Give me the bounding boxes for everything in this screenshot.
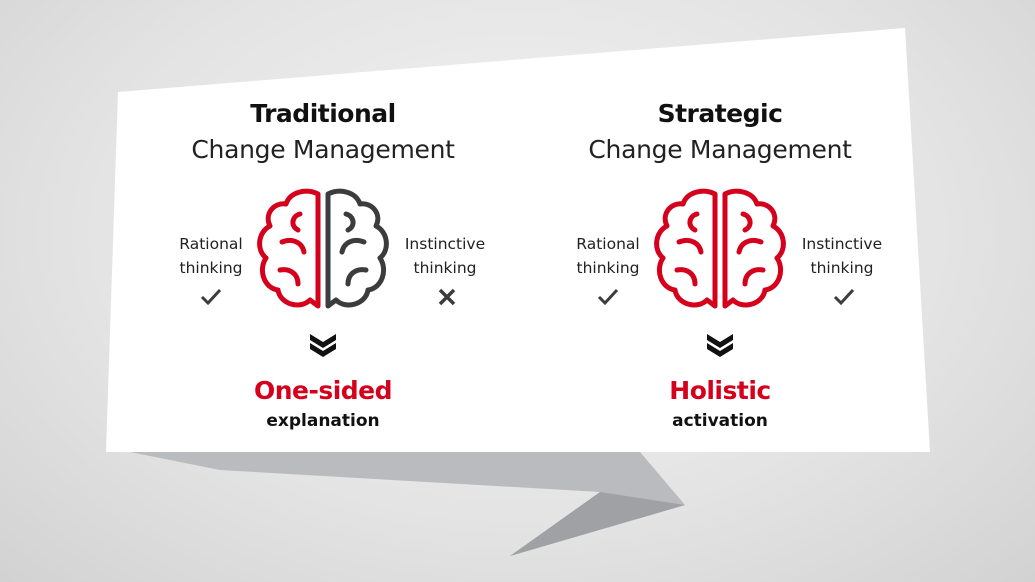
brain-icon [257, 188, 389, 309]
rational-label-line1: Rational [576, 235, 640, 253]
instinctive-label-line2: thinking [413, 259, 477, 277]
double-chevron-down-icon [310, 334, 336, 357]
instinctive-label-line1: Instinctive [801, 235, 883, 253]
check-icon [833, 288, 855, 306]
cross-icon [438, 288, 456, 306]
brain-right-hemisphere [325, 188, 389, 309]
result-title: Holistic [669, 376, 771, 405]
brain-left-hemisphere [654, 188, 718, 309]
instinctive-thinking-label: Instinctive thinking [390, 232, 500, 280]
double-chevron-down-icon [707, 334, 733, 357]
result-title: One-sided [253, 376, 393, 405]
rational-label-line2: thinking [179, 259, 243, 277]
result-subtitle: activation [672, 411, 768, 431]
check-icon [597, 288, 619, 306]
rational-thinking-label: Rational thinking [553, 232, 663, 280]
bubble-tail-shadow [130, 452, 685, 556]
bubble-tail-dark [510, 492, 685, 556]
panel-title-bold: Traditional [250, 99, 396, 128]
rational-label-line2: thinking [576, 259, 640, 277]
panel-title: Change Management [191, 135, 455, 164]
check-icon [200, 288, 222, 306]
rational-label-line1: Rational [179, 235, 243, 253]
panel-title-bold: Strategic [657, 99, 783, 128]
panel-title: Change Management [588, 135, 852, 164]
instinctive-label-line1: Instinctive [404, 235, 486, 253]
result-subtitle: explanation [266, 411, 380, 431]
brain-left-hemisphere [257, 188, 321, 309]
instinctive-thinking-label: Instinctive thinking [787, 232, 897, 280]
rational-thinking-label: Rational thinking [156, 232, 266, 280]
instinctive-label-line2: thinking [810, 259, 874, 277]
brain-right-hemisphere [722, 188, 786, 309]
brain-icon [654, 188, 786, 309]
